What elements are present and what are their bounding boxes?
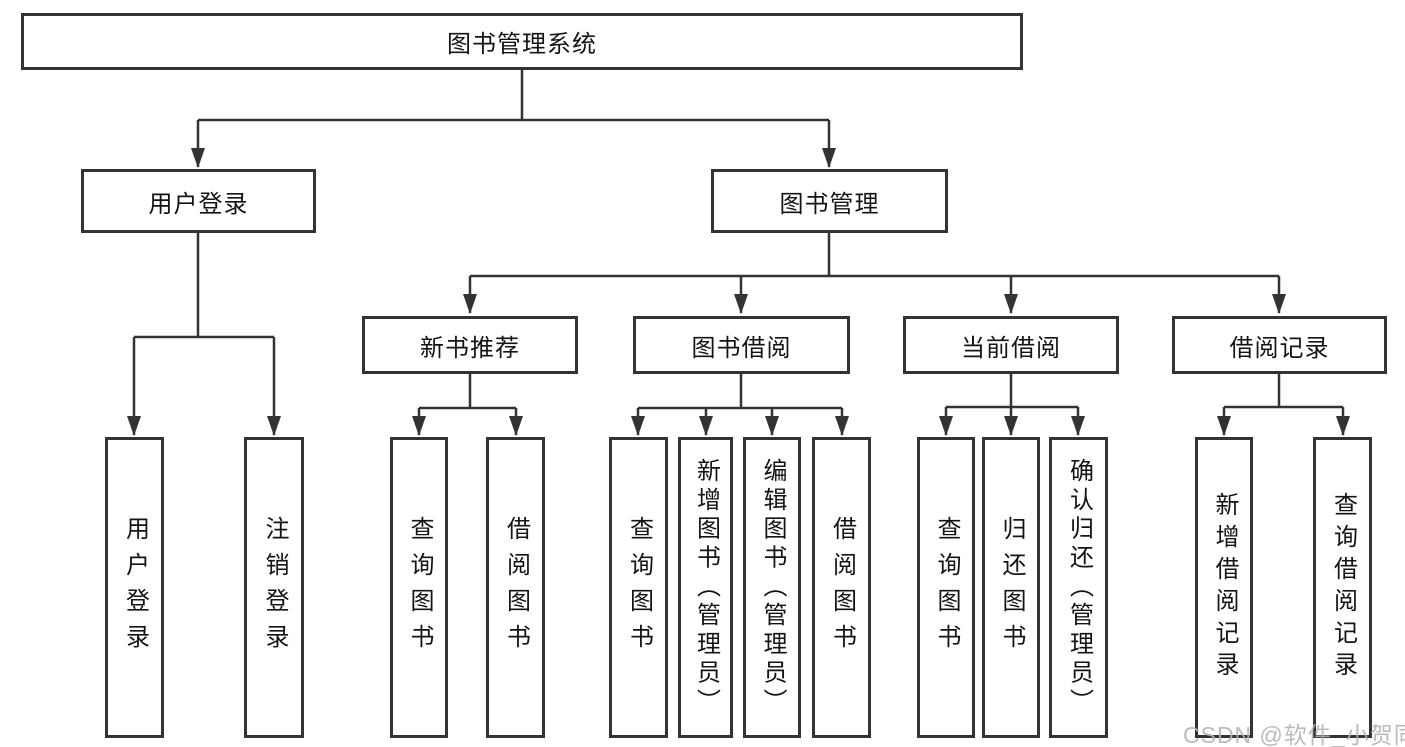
node-borrowing-records: 借阅记录 (1172, 316, 1387, 374)
node-library-management-system: 图书管理系统 (21, 13, 1023, 70)
node-leaf-query-books-recommend: 查询图书 (390, 437, 448, 738)
node-leaf-query-books-current: 查询图书 (917, 437, 975, 738)
node-leaf-borrow-books-borrowing: 借阅图书 (812, 437, 871, 738)
node-leaf-query-books-borrowing: 查询图书 (609, 437, 668, 738)
node-leaf-add-books-admin: 新增图书（管理员） (678, 437, 733, 738)
node-book-management: 图书管理 (711, 169, 948, 233)
node-current-borrowing: 当前借阅 (903, 316, 1119, 374)
node-new-book-recommendation: 新书推荐 (362, 316, 578, 374)
node-leaf-logout: 注销登录 (244, 437, 304, 738)
node-user-login: 用户登录 (81, 169, 316, 233)
node-leaf-user-login: 用户登录 (105, 437, 164, 738)
node-leaf-confirm-return-admin: 确认归还（管理员） (1049, 437, 1108, 738)
node-leaf-query-borrow-record: 查询借阅记录 (1313, 437, 1372, 738)
node-leaf-edit-books-admin: 编辑图书（管理员） (743, 437, 801, 738)
node-leaf-borrow-books-recommend: 借阅图书 (486, 437, 545, 738)
node-leaf-return-books: 归还图书 (982, 437, 1040, 738)
watermark: CSDN @软件_小贺同学 (1183, 722, 1405, 747)
node-leaf-add-borrow-record: 新增借阅记录 (1195, 437, 1253, 738)
node-book-borrowing: 图书借阅 (633, 316, 850, 374)
